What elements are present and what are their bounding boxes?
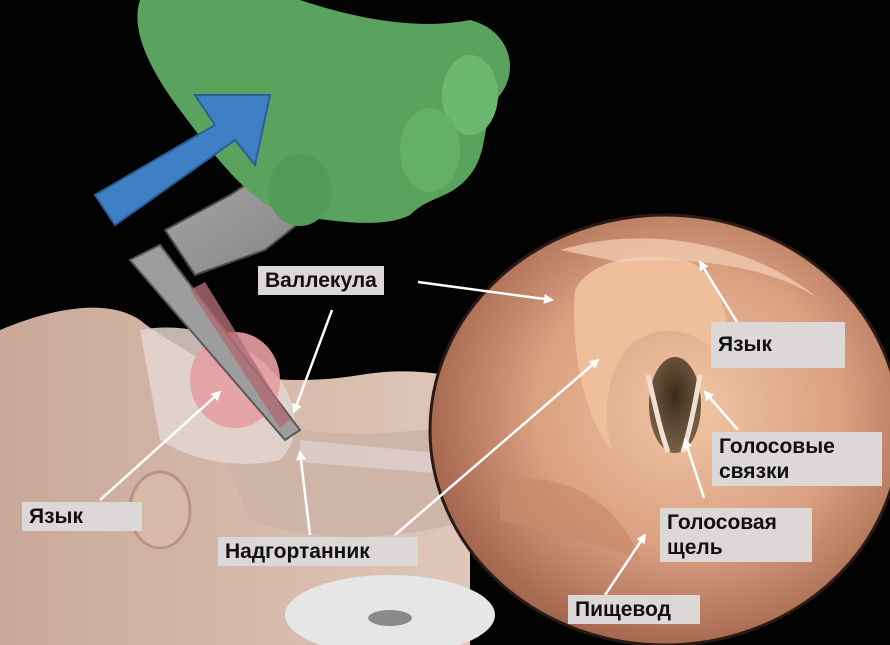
label-vallecula: Валлекула <box>258 266 384 295</box>
label-epiglottis: Надгортанник <box>218 537 418 566</box>
glove-finger-3 <box>328 142 392 218</box>
label-tongue-right: Язык <box>711 322 845 368</box>
label-glottis: Голосовая щель <box>660 508 812 562</box>
glove-finger-4 <box>268 154 332 226</box>
glove-finger-2 <box>400 108 460 192</box>
pillow-center <box>368 610 412 626</box>
label-esophagus: Пищевод <box>568 595 700 624</box>
label-tongue-left: Язык <box>22 502 142 531</box>
label-vocal-cords: Голосовые связки <box>712 432 882 486</box>
